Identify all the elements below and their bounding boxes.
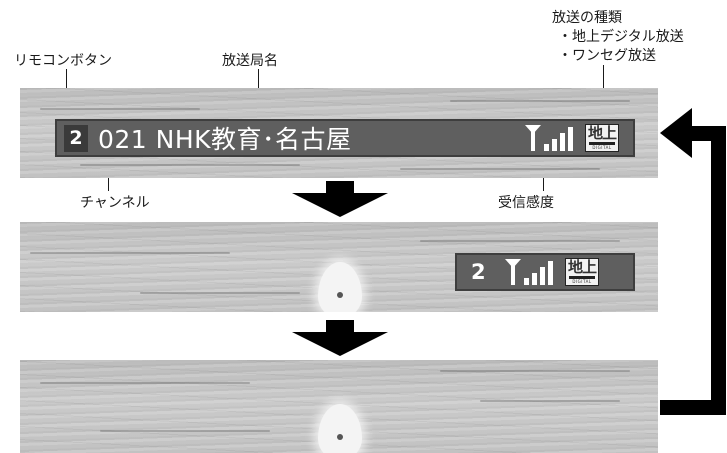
return-connector-top [690, 126, 726, 141]
remote-number-text: 2 [471, 260, 486, 284]
antenna-icon [525, 125, 541, 151]
signal-strength-icon [505, 259, 553, 285]
signal-bar [552, 139, 557, 151]
osd-bar-full: 2 021 NHK教育･名古屋 地上 DIGITAL [55, 119, 635, 157]
osd-bar-compact: 2 地上 DIGITAL [455, 253, 635, 291]
texture-streak [80, 164, 300, 166]
texture-streak [440, 370, 630, 372]
texture-streak [100, 430, 270, 432]
remote-number-box: 2 [64, 124, 88, 152]
signal-bar [540, 267, 545, 285]
return-arrow-head [660, 108, 692, 158]
label-broadcast-type-item-2: ・ワンセグ放送 [558, 48, 656, 64]
texture-streak [40, 108, 200, 110]
signal-bar [560, 133, 565, 151]
terrestrial-digital-icon: 地上 DIGITAL [565, 258, 599, 286]
texture-streak [140, 292, 300, 294]
label-broadcast-type-title: 放送の種類 [552, 10, 622, 26]
return-connector-vertical [711, 140, 726, 408]
label-broadcast-type-item-1: ・地上デジタル放送 [558, 29, 684, 45]
label-station-name: 放送局名 [222, 53, 278, 69]
signal-bar [524, 278, 529, 285]
digital-icon-underline [589, 142, 615, 145]
water-drop [318, 262, 362, 312]
digital-icon-small-text: DIGITAL [572, 279, 592, 284]
screen-strip-3 [20, 360, 658, 453]
signal-bar [544, 144, 549, 151]
antenna-icon [505, 259, 521, 285]
texture-streak [450, 100, 630, 102]
digital-icon-glyph: 地上 [567, 258, 597, 276]
down-arrow-1 [292, 181, 388, 217]
label-remote-button: リモコンボタン [14, 53, 112, 69]
texture-streak [40, 382, 250, 384]
texture-streak [480, 400, 620, 402]
signal-strength-icon [525, 125, 573, 151]
digital-icon-small-text: DIGITAL [592, 145, 612, 150]
digital-icon-glyph: 地上 [587, 124, 617, 142]
return-connector-bottom [660, 400, 726, 415]
signal-bar [568, 127, 573, 151]
texture-streak [420, 240, 620, 242]
signal-bar [548, 261, 553, 285]
signal-bar [532, 273, 537, 285]
digital-icon-underline [569, 276, 595, 279]
water-drop [318, 404, 362, 453]
label-channel: チャンネル [80, 195, 150, 211]
terrestrial-digital-icon: 地上 DIGITAL [585, 124, 619, 152]
label-reception: 受信感度 [498, 195, 554, 211]
station-text: 021 NHK教育･名古屋 [98, 125, 352, 154]
texture-streak [400, 168, 600, 170]
texture-streak [30, 252, 230, 254]
down-arrow-2 [292, 320, 388, 356]
